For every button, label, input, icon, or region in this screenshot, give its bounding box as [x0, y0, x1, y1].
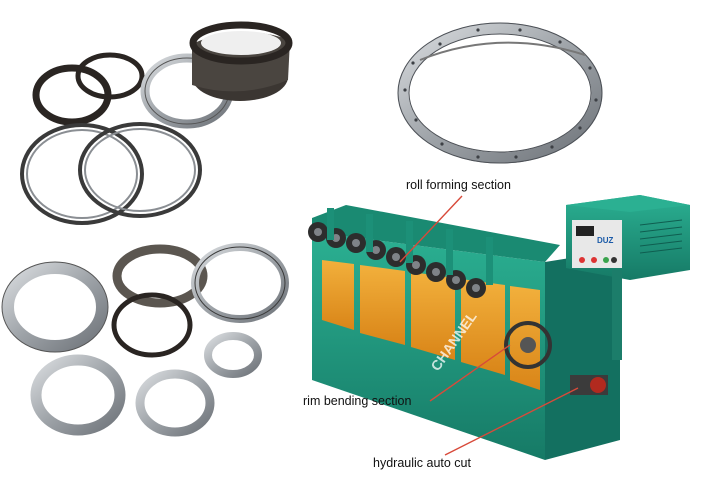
callout-roll-forming: roll forming section	[406, 178, 511, 192]
callout-rim-bending: rim bending section	[303, 394, 412, 408]
rubber-ring-bl-4	[111, 292, 193, 358]
leader-roll-forming	[399, 195, 463, 263]
leader-rim-bending	[429, 344, 511, 402]
leader-hydraulic-cut	[444, 387, 579, 456]
large-flange-ring	[397, 22, 603, 164]
rim-forming-machine: DUZ CHANNEL	[308, 195, 690, 460]
panel-text: DUZ	[597, 236, 614, 245]
flange-ring-bl-6	[30, 354, 126, 436]
flange-ring-bl-5	[204, 332, 262, 378]
thin-ring-right	[78, 122, 202, 218]
thin-ring-left	[20, 123, 144, 225]
callout-leaders	[399, 195, 579, 456]
band-ring-bl-3	[191, 243, 289, 323]
band-ring-bl-2	[112, 244, 208, 308]
flange-ring-bl-7	[135, 369, 215, 437]
rubber-ring-small-right	[75, 52, 145, 100]
callout-hydraulic-cut: hydraulic auto cut	[373, 456, 471, 470]
flange-ring-bl-1	[1, 261, 109, 353]
cylinder-band	[189, 21, 293, 101]
